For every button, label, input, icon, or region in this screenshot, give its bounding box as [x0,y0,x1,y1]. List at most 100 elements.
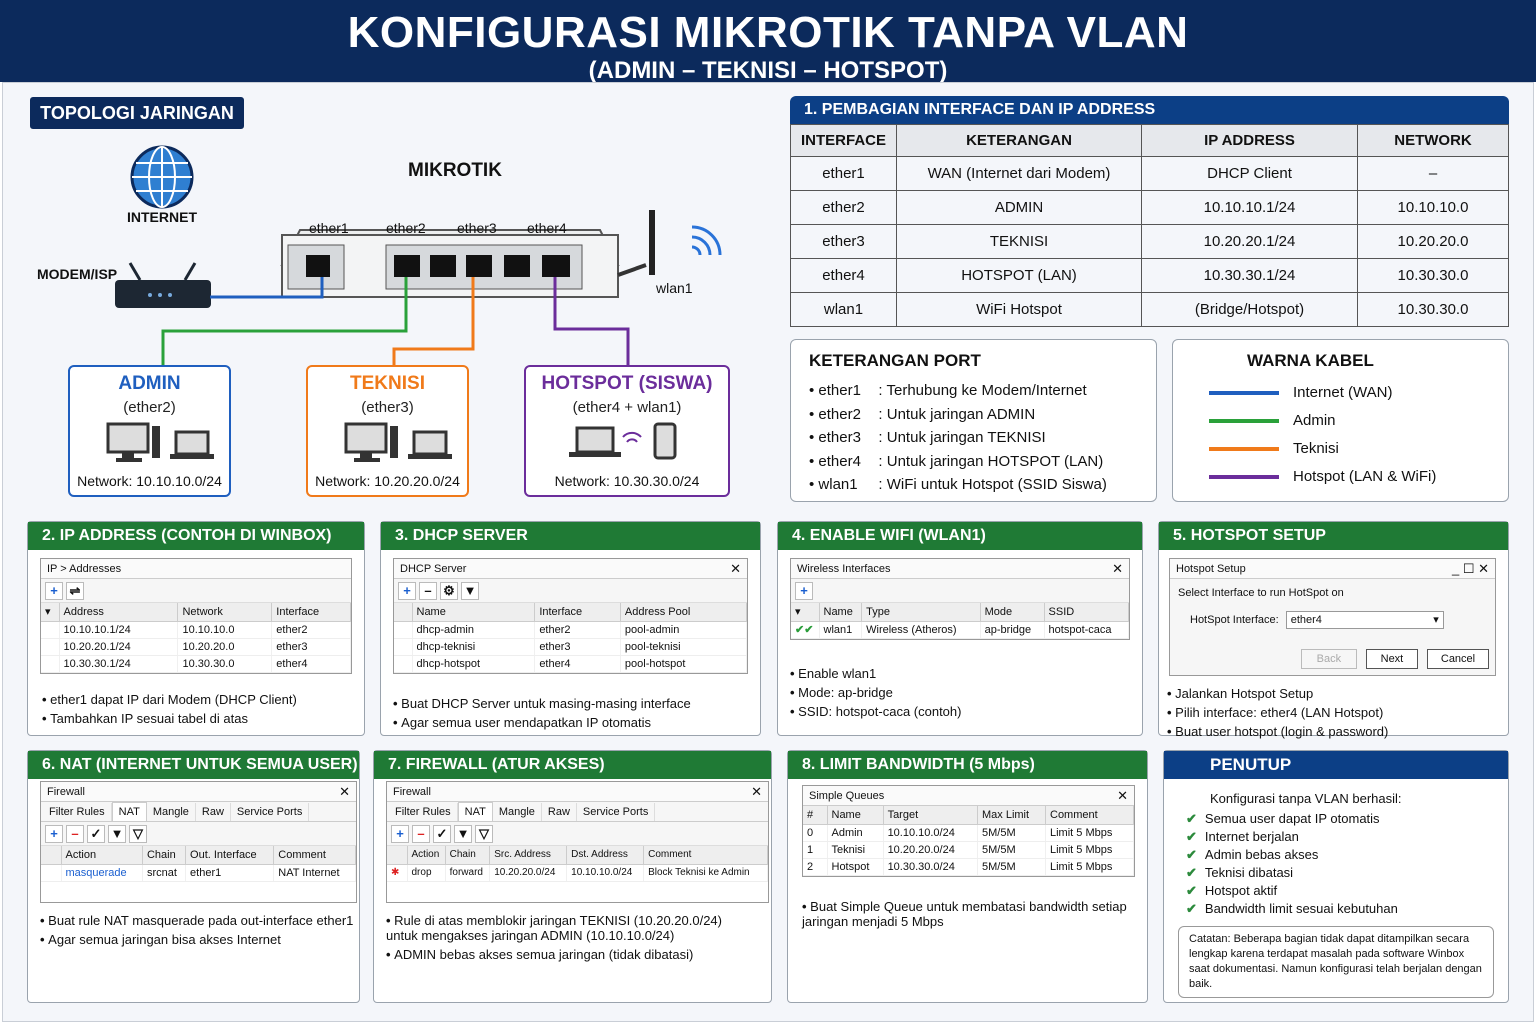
tab-nat[interactable]: NAT [111,802,147,821]
settings-icon[interactable]: ⚙ [440,582,458,600]
close-icon[interactable]: ✕ [1112,561,1123,576]
list-item: Buat rule NAT masquerade pada out-interf… [40,913,359,928]
list-item: Buat DHCP Server untuk masing-masing int… [393,696,760,711]
enabled-check-icon: ✔✔ [791,621,820,639]
sec8-title: 8. LIMIT BANDWIDTH (5 Mbps) [788,751,1147,779]
tab-mangle[interactable]: Mangle [493,803,542,821]
laptop-phone-icon [569,422,677,460]
add-icon[interactable]: + [45,582,63,600]
ip-table: INTERFACE KETERANGAN IP ADDRESS NETWORK … [790,124,1509,327]
list-item: • wlan1: WiFi untuk Hotspot (SSID Siswa) [809,476,1107,493]
teknisi-cable [392,277,475,365]
tab-service-ports[interactable]: Service Ports [577,803,656,821]
tab-raw[interactable]: Raw [542,803,577,821]
port-label-ether3: ether3 [457,220,497,236]
tab-filter-rules[interactable]: Filter Rules [389,803,458,821]
tab-mangle[interactable]: Mangle [147,803,196,821]
admin-network-box: ADMIN (ether2) Network: 10.10.10.0/24 [68,365,231,497]
pc-laptop-icon [106,422,214,462]
list-item: Buat Simple Queue untuk membatasi bandwi… [802,899,1127,929]
cables-panel: WARNA KABEL Internet (WAN) Admin Teknisi… [1172,339,1509,502]
list-item: • ether2: Untuk jaringan ADMIN [809,405,1036,423]
table-cell: ether3 [790,224,897,259]
close-icon[interactable]: ✕ [751,784,762,799]
check-icon: ✔ [1186,829,1197,844]
table-cell: ether1 [790,156,897,191]
table-cell: DHCP Client [1141,156,1358,191]
remove-icon[interactable]: – [66,825,84,843]
check-icon[interactable]: ✓ [433,825,451,843]
sec5-title: 5. HOTSPOT SETUP [1159,522,1508,550]
topology-diagram [115,145,722,365]
tab-nat[interactable]: NAT [457,802,493,821]
filter-icon[interactable]: ⇌ [66,582,84,600]
filter-icon[interactable]: ▼ [108,825,126,843]
internet-label: INTERNET [127,209,197,225]
list-item: ✔Hotspot aktif [1186,883,1278,898]
remove-icon[interactable]: – [419,582,437,600]
list-item: Jalankan Hotspot Setup [1167,686,1508,701]
table-cell: 10.30.30.0 [1357,292,1509,327]
table-cell: WiFi Hotspot [896,292,1142,327]
check-icon[interactable]: ✓ [87,825,105,843]
filter-icon[interactable]: ▼ [461,582,479,600]
table-cell: TEKNISI [896,224,1142,259]
close-icon[interactable]: ✕ [730,561,741,576]
filter-icon[interactable]: ▼ [454,825,472,843]
interface-select[interactable]: ether4▾ [1285,611,1444,629]
funnel-icon[interactable]: ▽ [129,825,147,843]
mikrotik-router-icon [280,210,655,298]
add-icon[interactable]: + [45,825,63,843]
wan-cable [210,277,324,299]
list-item: Buat user hotspot (login & password) [1167,724,1508,739]
tab-service-ports[interactable]: Service Ports [231,803,310,821]
table-cell: 10.30.30.1/24 [1141,258,1358,293]
ip-table-header: NETWORK [1357,124,1509,157]
modem-label: MODEM/ISP [37,266,118,282]
admin-title: ADMIN [118,373,181,394]
list-item: Tambahkan IP sesuai tabel di atas [42,711,364,726]
window-title: Firewall [47,786,85,798]
next-button[interactable]: Next [1365,649,1418,669]
add-icon[interactable]: + [391,825,409,843]
hotspot-cable [553,277,630,365]
list-item: ether1 dapat IP dari Modem (DHCP Client) [42,692,364,707]
window-controls-icon[interactable]: _ ☐ ✕ [1451,561,1489,576]
close-icon[interactable]: ✕ [339,784,350,799]
penutup-intro: Konfigurasi tanpa VLAN berhasil: [1210,791,1402,806]
teknisi-iface: (ether3) [361,399,414,416]
ports-title: KETERANGAN PORT [809,351,981,370]
tab-raw[interactable]: Raw [196,803,231,821]
back-button[interactable]: Back [1300,649,1357,669]
add-icon[interactable]: + [398,582,416,600]
list-item: ✔Semua user dapat IP otomatis [1186,811,1380,826]
legend-admin: Admin [1209,407,1508,435]
check-icon: ✔ [1186,811,1197,826]
funnel-icon[interactable]: ▽ [475,825,493,843]
tab-filter-rules[interactable]: Filter Rules [43,803,112,821]
add-icon[interactable]: + [795,582,813,600]
remove-icon[interactable]: – [412,825,430,843]
cancel-button[interactable]: Cancel [1427,649,1489,669]
close-icon[interactable]: ✕ [1117,788,1128,803]
check-icon: ✔ [1186,901,1197,916]
ip-table-header: KETERANGAN [896,124,1142,157]
